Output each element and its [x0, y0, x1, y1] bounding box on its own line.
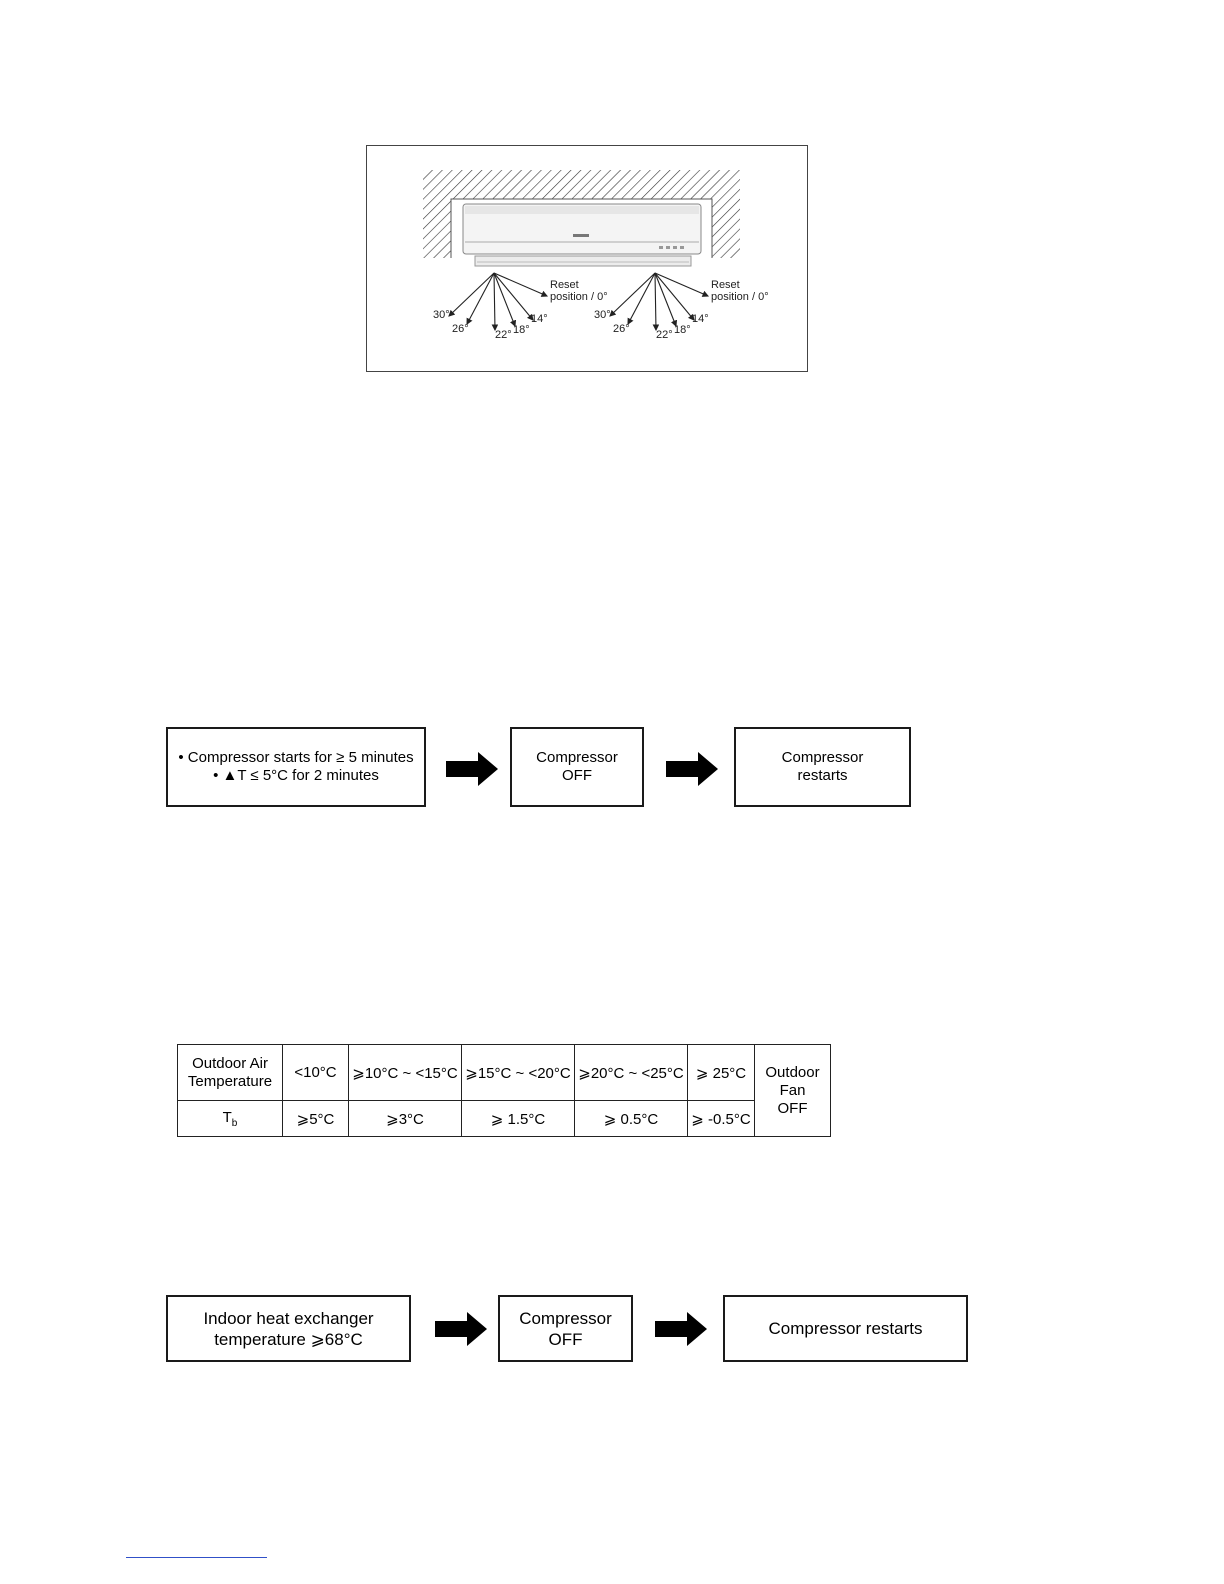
right-reset-label-1: Reset	[711, 279, 740, 291]
left-angle-14: 14°	[531, 313, 548, 325]
table-cell: <10°C	[282, 1044, 349, 1101]
right-angle-22: 22°	[656, 329, 673, 341]
left-angle-26: 26°	[452, 323, 469, 335]
flow2-arrow-2-icon	[655, 1312, 707, 1346]
flow2-condition-box: Indoor heat exchanger temperature ⩾68°C	[166, 1295, 411, 1362]
flow1-compressor-off-box: Compressor OFF	[510, 727, 644, 807]
table-header-tb: Tb	[177, 1100, 283, 1137]
table-cell: ⩾5°C	[282, 1100, 349, 1137]
flow2-compressor-off-box: Compressor OFF	[498, 1295, 633, 1362]
table-cell: ⩾10°C ~ <15°C	[348, 1044, 462, 1101]
flow2-restart-label: Compressor restarts	[768, 1319, 923, 1338]
table-cell: ⩾3°C	[348, 1100, 462, 1137]
flow2-compressor-restarts-box: Compressor restarts	[723, 1295, 968, 1362]
right-angle-30: 30°	[594, 309, 611, 321]
right-angle-14: 14°	[692, 313, 709, 325]
flow2-off-line2: OFF	[548, 1329, 583, 1349]
flow1-off-line2: OFF	[562, 767, 592, 784]
flow2-arrow-1-icon	[435, 1312, 487, 1346]
footer-link-underline[interactable]	[126, 1557, 267, 1558]
left-reset-label-2: position / 0°	[550, 291, 608, 303]
left-reset-label-1: Reset	[550, 279, 579, 291]
flow1-condition-box: • Compressor starts for ≥ 5 minutes • ▲T…	[166, 727, 426, 807]
left-angle-18: 18°	[513, 324, 530, 336]
table-cell: ⩾ 25°C	[687, 1044, 755, 1101]
flow1-restart-line2: restarts	[797, 767, 848, 784]
louver-angle-diagram: Reset position / 0° 30° 26° 22° 18° 14° …	[366, 145, 808, 372]
table-cell: ⩾ 1.5°C	[461, 1100, 575, 1137]
flow2-condition-line1: Indoor heat exchanger	[203, 1308, 374, 1328]
left-unit-arrows	[448, 272, 549, 332]
flow1-arrow-2-icon	[666, 752, 718, 786]
louver-diagram-drawing	[423, 170, 740, 332]
right-unit-arrows	[609, 272, 710, 332]
table-cell: ⩾15°C ~ <20°C	[461, 1044, 575, 1101]
flow1-arrow-1-icon	[446, 752, 498, 786]
right-angle-18: 18°	[674, 324, 691, 336]
table-cell: ⩾20°C ~ <25°C	[574, 1044, 688, 1101]
left-angle-30: 30°	[433, 309, 450, 321]
right-angle-26: 26°	[613, 323, 630, 335]
flow1-compressor-restarts-box: Compressor restarts	[734, 727, 911, 807]
flow2-condition-line2: temperature ⩾68°C	[214, 1329, 363, 1349]
table-cell: ⩾ -0.5°C	[687, 1100, 755, 1137]
flow1-off-line1: Compressor	[536, 749, 618, 766]
flow2-off-line1: Compressor	[519, 1308, 612, 1328]
table-cell: ⩾ 0.5°C	[574, 1100, 688, 1137]
flow1-condition-line1: • Compressor starts for ≥ 5 minutes	[178, 749, 414, 766]
flow1-restart-line1: Compressor	[781, 749, 864, 766]
left-angle-22: 22°	[495, 329, 512, 341]
flow1-condition-line2: • ▲T ≤ 5°C for 2 minutes	[213, 767, 379, 784]
right-reset-label-2: position / 0°	[711, 291, 769, 303]
